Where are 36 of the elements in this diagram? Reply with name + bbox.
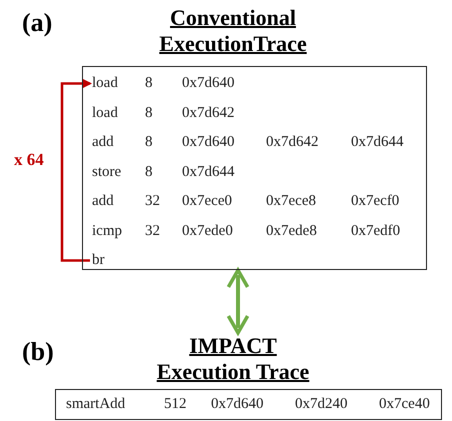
- size-text: 512: [164, 395, 186, 414]
- instruction-text: smartAdd: [66, 395, 126, 414]
- instruction-text: load: [92, 104, 118, 122]
- address-text: 0x7ece8: [266, 192, 316, 211]
- instruction-text: store: [92, 162, 122, 182]
- panel-letter: (a): [22, 8, 52, 38]
- table-heading: IMPACT Execution Trace: [156, 333, 310, 384]
- size-text: 32: [145, 192, 160, 211]
- size-text: 8: [145, 162, 152, 182]
- panel-letter: (b): [22, 337, 54, 367]
- address-text: 0x7ece0: [182, 192, 232, 211]
- address-text: 0x7ce40: [379, 395, 430, 414]
- size-text: 8: [145, 133, 152, 152]
- instruction-text: icmp: [92, 222, 122, 240]
- instruction-text: br: [92, 251, 104, 270]
- loop-arrow: [60, 78, 92, 262]
- address-text: 0x7d644: [182, 162, 234, 182]
- instruction-text: add: [92, 133, 114, 152]
- address-text: 0x7ede8: [266, 222, 317, 240]
- address-text: 0x7d640: [182, 133, 234, 152]
- double-arrow: [226, 268, 250, 335]
- address-text: 0x7edf0: [351, 222, 400, 240]
- size-text: 32: [145, 222, 160, 240]
- table-heading: Conventional ExecutionTrace: [159, 5, 307, 56]
- address-text: 0x7ecf0: [351, 192, 400, 211]
- address-text: 0x7d642: [182, 104, 234, 122]
- address-text: 0x7d644: [351, 133, 404, 152]
- size-text: 8: [145, 74, 152, 93]
- instruction-text: add: [92, 192, 114, 211]
- instruction-text: load: [92, 74, 118, 93]
- address-text: 0x7ede0: [182, 222, 233, 240]
- address-text: 0x7d240: [295, 395, 348, 414]
- size-text: 8: [145, 104, 152, 122]
- address-text: 0x7d642: [266, 133, 318, 152]
- address-text: 0x7d640: [211, 395, 264, 414]
- address-text: 0x7d640: [182, 74, 234, 93]
